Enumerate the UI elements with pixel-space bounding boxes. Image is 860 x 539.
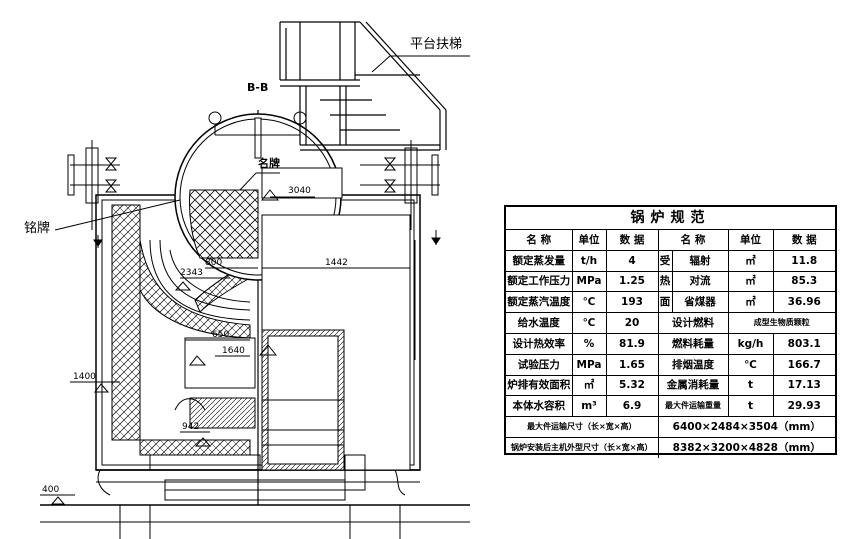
cell-unit-2: t <box>727 374 774 397</box>
cell-name: 本体水容积 <box>506 395 573 418</box>
header-value: 数 据 <box>605 230 659 251</box>
table-row: 给水温度 ℃ 20 设计燃料 成型生物质颗粒 <box>506 312 835 334</box>
cell-name: 额定蒸发量 <box>506 249 573 272</box>
cell-value: 5.32 <box>605 374 659 397</box>
cell-unit: t/h <box>571 249 607 272</box>
table-row: 额定蒸发量 t/h 4 受 辐射 ㎡ 11.8 <box>506 249 835 272</box>
cell-value-2: 11.8 <box>772 249 835 272</box>
spec-title: 锅炉规范 <box>506 207 835 230</box>
nameplate-top-label: 名牌 <box>258 157 280 170</box>
cell-value: 81.9 <box>605 332 659 355</box>
dim-2343: 2343 <box>180 268 203 278</box>
table-row: 炉排有效面积 ㎡ 5.32 金属消耗量 t 17.13 <box>506 374 835 397</box>
table-row: 本体水容积 m³ 6.9 最大件运输重量 t 29.93 <box>506 395 835 418</box>
heating-surface-group-char: 热 <box>657 270 673 293</box>
dim-1400: 1400 <box>73 372 96 382</box>
boiler-spec-table: 锅炉规范 名 称 单位 数 据 名 称 单位 数 据 额定蒸发量 t/h 4 受… <box>504 205 837 458</box>
platform-ladder-label: 平台扶梯 <box>410 37 463 52</box>
cell-name: 额定工作压力 <box>506 270 573 293</box>
spec-grid: 名 称 单位 数 据 名 称 单位 数 据 额定蒸发量 t/h 4 受 辐射 ㎡… <box>506 230 835 458</box>
footer-name: 锅炉安装后主机外型尺寸（长×宽×高） <box>506 436 659 458</box>
cell-name: 设计热效率 <box>506 332 573 355</box>
cell-unit: m³ <box>571 395 607 418</box>
table-row: 额定蒸汽温度 ℃ 193 面 省煤器 ㎡ 36.96 <box>506 291 835 314</box>
footer-value: 8382×3200×4828（mm） <box>657 436 835 458</box>
cell-unit: MPa <box>571 270 607 293</box>
cell-unit-2: t <box>727 395 774 418</box>
dim-800: 800 <box>205 258 223 268</box>
cell-unit: MPa <box>571 353 607 376</box>
cell-value: 4 <box>605 249 659 272</box>
cell-value: 1.25 <box>605 270 659 293</box>
cell-value-2: 85.3 <box>772 270 835 293</box>
cell-value-2: 29.93 <box>772 395 835 418</box>
footer-value: 6400×2484×3504（mm） <box>657 416 835 438</box>
cell-name-2: 排烟温度 <box>657 353 729 376</box>
cell-unit-2: ㎡ <box>727 270 774 293</box>
dim-1442: 1442 <box>325 258 348 268</box>
platform-ladder <box>279 21 447 151</box>
cell-unit-2: ℃ <box>727 353 774 376</box>
table-footer-row: 最大件运输尺寸（长×宽×高） 6400×2484×3504（mm） <box>506 416 835 438</box>
cell-unit-2: ㎡ <box>727 291 774 314</box>
cell-value-2: 803.1 <box>772 332 835 355</box>
heating-surface-group-char: 面 <box>657 291 673 314</box>
header-unit: 单位 <box>571 230 607 251</box>
header-unit-2: 单位 <box>727 230 774 251</box>
spec-header-row: 名 称 单位 数 据 名 称 单位 数 据 <box>506 230 835 251</box>
dim-400: 400 <box>42 485 60 495</box>
cell-name: 额定蒸汽温度 <box>506 291 573 314</box>
dim-942: 942 <box>182 422 200 432</box>
table-row: 设计热效率 % 81.9 燃料耗量 kg/h 803.1 <box>506 332 835 355</box>
cell-unit: ㎡ <box>571 374 607 397</box>
cell-value: 193 <box>605 291 659 314</box>
cell-value: 20 <box>605 312 659 334</box>
dim-3040: 3040 <box>288 186 311 196</box>
cell-unit: ℃ <box>571 312 607 334</box>
cell-name: 给水温度 <box>506 312 573 334</box>
furnace-brick-lining <box>111 204 141 441</box>
cell-unit-2: ㎡ <box>727 249 774 272</box>
cell-name: 试验压力 <box>506 353 573 376</box>
cell-value-2: 成型生物质颗粒 <box>727 312 835 334</box>
heating-surface-group-char: 受 <box>657 249 673 272</box>
section-label: B-B <box>247 81 269 94</box>
cell-name-2: 对流 <box>671 270 729 293</box>
cell-value-2: 36.96 <box>772 291 835 314</box>
table-row: 额定工作压力 MPa 1.25 热 对流 ㎡ 85.3 <box>506 270 835 293</box>
cell-value: 6.9 <box>605 395 659 418</box>
dim-650: 650 <box>212 330 230 340</box>
cell-name: 炉排有效面积 <box>506 374 573 397</box>
cell-value-2: 17.13 <box>772 374 835 397</box>
cell-value-2: 166.7 <box>772 353 835 376</box>
cell-name-2: 燃料耗量 <box>657 332 729 355</box>
dim-1640: 1640 <box>222 346 245 356</box>
cell-unit: % <box>571 332 607 355</box>
cell-name-2: 辐射 <box>671 249 729 272</box>
header-name-2: 名 称 <box>657 230 729 251</box>
cell-name-2: 金属消耗量 <box>657 374 729 397</box>
nameplate-left-label: 铭牌 <box>24 221 51 236</box>
table-footer-row: 锅炉安装后主机外型尺寸（长×宽×高） 8382×3200×4828（mm） <box>506 436 835 458</box>
cell-name-2: 省煤器 <box>671 291 729 314</box>
cell-name-2: 最大件运输重量 <box>657 395 729 418</box>
cell-unit-2: kg/h <box>727 332 774 355</box>
header-name: 名 称 <box>506 230 573 251</box>
header-value-2: 数 据 <box>772 230 835 251</box>
cell-name-2: 设计燃料 <box>657 312 729 334</box>
table-row: 试验压力 MPa 1.65 排烟温度 ℃ 166.7 <box>506 353 835 376</box>
footer-name: 最大件运输尺寸（长×宽×高） <box>506 416 659 438</box>
cell-unit: ℃ <box>571 291 607 314</box>
cell-value: 1.65 <box>605 353 659 376</box>
